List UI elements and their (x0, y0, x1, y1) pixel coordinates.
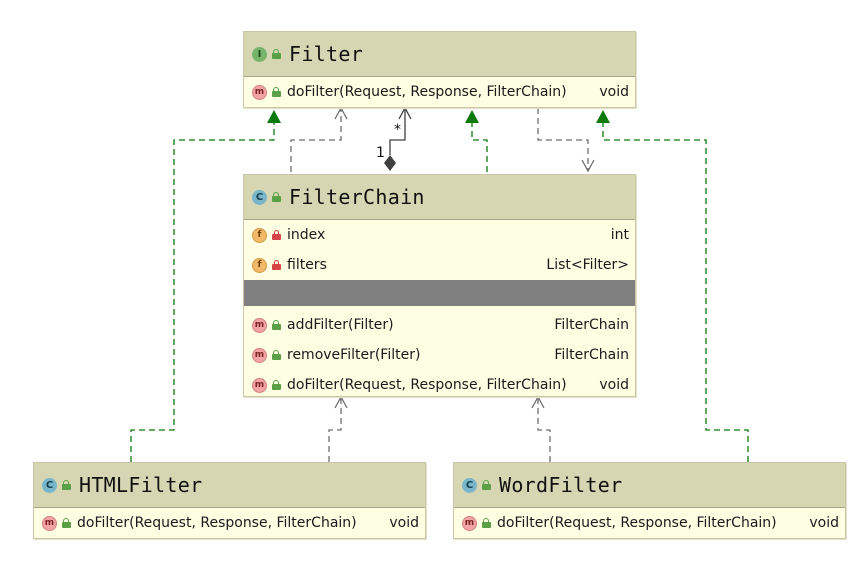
filter-title: Filter (289, 42, 364, 66)
method-name: doFilter(Request, Response, FilterChain) (497, 515, 777, 531)
method-name: addFilter(Filter) (287, 317, 394, 333)
method-icon: m (252, 347, 267, 363)
htmlfilter-header[interactable]: C HTMLFilter (34, 463, 425, 508)
realization-arrowhead-wordfilter (596, 110, 610, 123)
public-visibility-icon (272, 320, 281, 330)
filter-method-row[interactable]: m doFilter(Request, Response, FilterChai… (244, 77, 635, 107)
realization-arrowhead-filterchain (465, 110, 479, 123)
public-visibility-icon (272, 380, 281, 390)
filterchain-title: FilterChain (289, 185, 425, 209)
dependency-filterchain-to-filter (290, 110, 342, 172)
private-lock-icon (272, 260, 281, 270)
method-row-dofilter[interactable]: m doFilter(Request, Response, FilterChai… (244, 370, 635, 400)
filterchain-header[interactable]: C FilterChain (244, 175, 635, 220)
dependency-filter-to-filterchain (537, 108, 589, 170)
dependency-htmlfilter-to-filterchain (328, 399, 342, 462)
method-icon: m (462, 515, 477, 531)
method-return-type: void (599, 377, 629, 393)
field-type: List<Filter> (546, 257, 629, 273)
method-return-type: FilterChain (554, 317, 629, 333)
class-icon: C (42, 477, 57, 493)
method-icon: m (252, 84, 267, 100)
filterchain-class-box[interactable]: C FilterChain f index int f filters List… (243, 174, 636, 397)
wordfilter-header[interactable]: C WordFilter (454, 463, 845, 508)
dependency-arrowhead-wordfilter (531, 395, 545, 409)
method-name: doFilter(Request, Response, FilterChain) (287, 84, 567, 100)
field-icon: f (252, 227, 267, 243)
method-return-type: void (599, 84, 629, 100)
method-icon: m (252, 317, 267, 333)
field-name: filters (287, 257, 327, 273)
multiplicity-one-label: 1 (376, 145, 385, 161)
method-return-type: void (809, 515, 839, 531)
method-name: doFilter(Request, Response, FilterChain) (77, 515, 357, 531)
private-lock-icon (272, 230, 281, 240)
method-name: removeFilter(Filter) (287, 347, 421, 363)
dependency-arrowhead-htmlfilter (334, 395, 348, 409)
field-row-filters[interactable]: f filters List<Filter> (244, 250, 635, 280)
public-visibility-icon (62, 480, 71, 490)
method-return-type: FilterChain (554, 347, 629, 363)
dependency-wordfilter-to-filterchain (537, 399, 551, 462)
htmlfilter-class-box[interactable]: C HTMLFilter m doFilter(Request, Respons… (33, 462, 426, 539)
wordfilter-method-row[interactable]: m doFilter(Request, Response, FilterChai… (454, 508, 845, 538)
public-visibility-icon (62, 518, 71, 528)
aggregation-filterchain-filters (389, 110, 406, 155)
htmlfilter-method-row[interactable]: m doFilter(Request, Response, FilterChai… (34, 508, 425, 538)
aggregation-arrowhead (398, 106, 412, 120)
public-visibility-icon (482, 480, 491, 490)
filter-interface-box[interactable]: I Filter m doFilter(Request, Response, F… (243, 31, 636, 108)
realization-wordfilter-to-filter (602, 122, 749, 462)
field-type: int (610, 227, 629, 243)
aggregation-diamond (384, 155, 396, 171)
wordfilter-class-box[interactable]: C WordFilter m doFilter(Request, Respons… (453, 462, 846, 539)
field-icon: f (252, 257, 267, 273)
public-visibility-icon (272, 192, 281, 202)
compartment-divider (244, 280, 635, 306)
method-icon: m (252, 377, 267, 393)
dependency-arrowhead-filter (581, 159, 595, 173)
realization-htmlfilter-to-filter (130, 122, 275, 462)
realization-filterchain-to-filter (471, 122, 488, 172)
class-icon: C (462, 477, 477, 493)
public-visibility-icon (272, 49, 281, 59)
interface-icon: I (252, 46, 267, 62)
method-row-removefilter[interactable]: m removeFilter(Filter) FilterChain (244, 340, 635, 370)
htmlfilter-title: HTMLFilter (79, 473, 203, 497)
field-row-index[interactable]: f index int (244, 220, 635, 250)
field-name: index (287, 227, 326, 243)
method-return-type: void (389, 515, 419, 531)
public-visibility-icon (272, 87, 281, 97)
dependency-arrowhead-filterchain (334, 106, 348, 120)
public-visibility-icon (272, 350, 281, 360)
wordfilter-title: WordFilter (499, 473, 623, 497)
class-icon: C (252, 189, 267, 205)
method-row-addfilter[interactable]: m addFilter(Filter) FilterChain (244, 310, 635, 340)
filter-header[interactable]: I Filter (244, 32, 635, 77)
realization-arrowhead-htmlfilter (267, 110, 281, 123)
multiplicity-many-label: * (394, 122, 401, 138)
method-name: doFilter(Request, Response, FilterChain) (287, 377, 567, 393)
public-visibility-icon (482, 518, 491, 528)
method-icon: m (42, 515, 57, 531)
